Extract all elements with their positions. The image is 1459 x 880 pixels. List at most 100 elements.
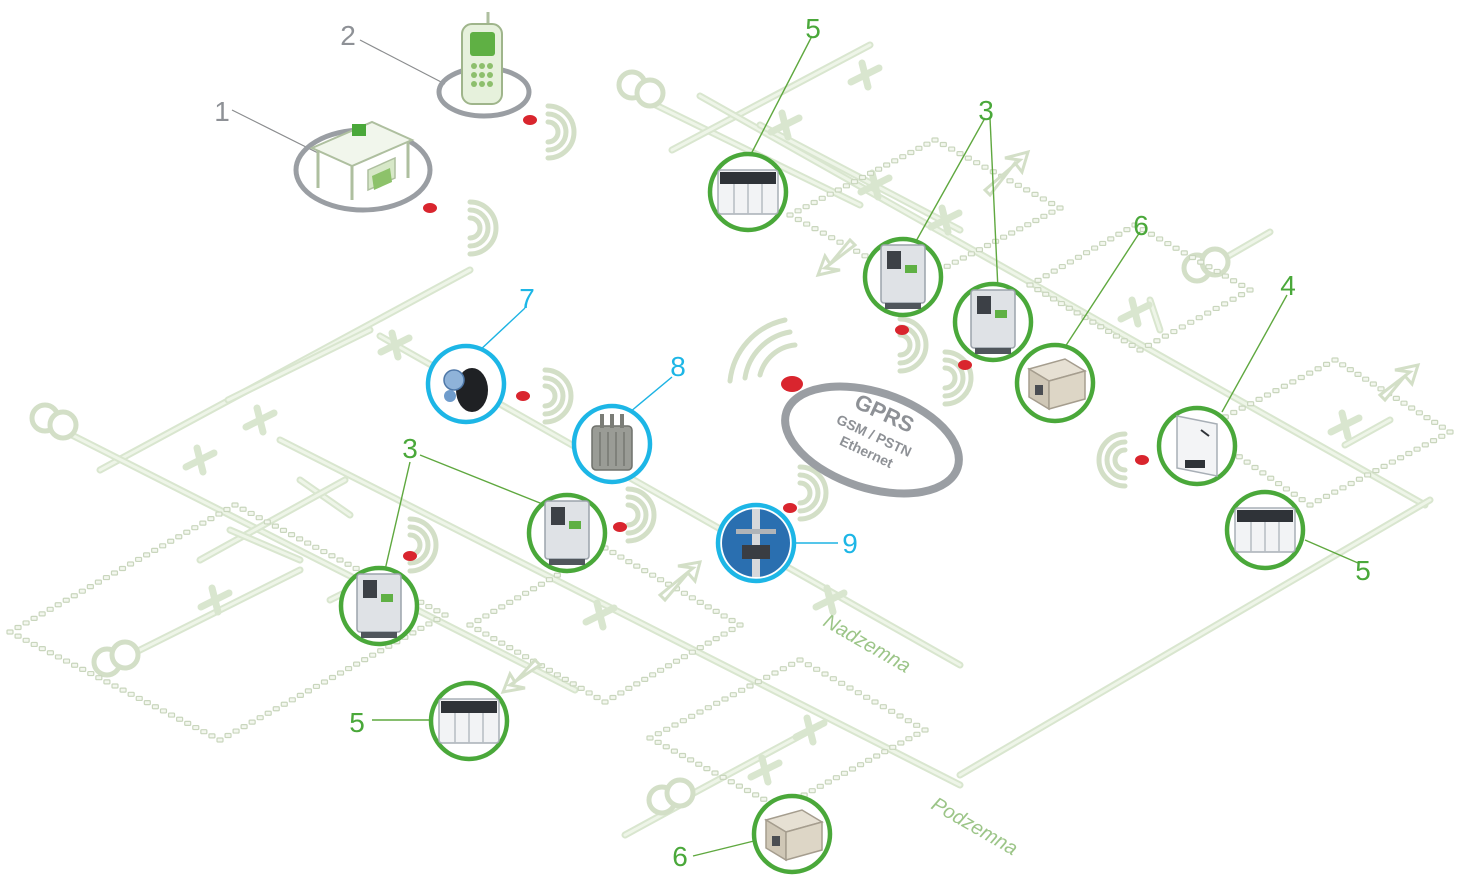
boundary-dot <box>434 609 440 613</box>
boundary-dot <box>1075 255 1081 259</box>
boundary-dot <box>1247 288 1253 292</box>
boundary-dot <box>610 695 616 699</box>
boundary-dot <box>354 662 360 666</box>
cabinet-base <box>361 632 397 638</box>
boundary-dot <box>491 609 497 613</box>
boundary-dot <box>353 566 359 570</box>
boundary-dot <box>642 677 648 681</box>
boundary-dot <box>825 780 831 784</box>
boundary-dot <box>1276 482 1282 486</box>
boundary-dot <box>1348 482 1354 486</box>
boundary-dot <box>136 696 142 700</box>
switch-bar <box>862 63 868 87</box>
boundary-dot <box>362 658 368 662</box>
rmu-5-right[interactable] <box>1227 492 1303 568</box>
boundary-dot <box>578 686 584 690</box>
boundary-dot <box>908 151 914 155</box>
boundary-dot <box>705 641 711 645</box>
boundary-dot <box>1113 334 1119 338</box>
boundary-dot <box>819 196 825 200</box>
boundary-dot <box>696 762 702 766</box>
boundary-dot <box>1137 348 1143 352</box>
switch-bar <box>392 333 398 357</box>
wave-arc <box>800 483 810 503</box>
boundary-dot <box>827 192 833 196</box>
boundary-dot <box>95 580 101 584</box>
rtu-3-d[interactable] <box>341 568 417 644</box>
boundary-dot <box>1049 210 1055 214</box>
boundary-dot <box>248 511 254 515</box>
boundary-dot <box>1148 232 1154 236</box>
boundary-dot <box>1409 406 1415 410</box>
boundary-dot <box>689 714 695 718</box>
boundary-dot <box>1124 228 1130 232</box>
rtu-3-c[interactable] <box>529 495 605 571</box>
boundary-dot <box>688 758 694 762</box>
boundary-dot <box>546 578 552 582</box>
boundary-dot <box>658 578 664 582</box>
boundary-dot <box>272 524 278 528</box>
substation-6-bottom[interactable] <box>754 796 830 872</box>
boundary-dot <box>1040 197 1046 201</box>
boundary-dot <box>1001 235 1007 239</box>
signal-dot <box>895 325 909 335</box>
boundary-dot <box>1323 494 1329 498</box>
boundary-dot <box>1171 330 1177 334</box>
boundary-dot <box>426 622 432 626</box>
boundary-dot <box>120 688 126 692</box>
mobile-phone[interactable]: 2 <box>340 12 529 116</box>
boundary-dot <box>847 686 853 690</box>
panel-bottom <box>1185 460 1205 468</box>
boundary-dot <box>104 680 110 684</box>
sensor-head <box>444 370 464 390</box>
rtu-4[interactable] <box>1159 408 1235 484</box>
substation-6-right[interactable] <box>1017 345 1093 421</box>
boundary-dot <box>1214 269 1220 273</box>
boundary-dot <box>240 507 246 511</box>
boundary-dot <box>968 252 974 256</box>
boundary-dot <box>897 714 903 718</box>
boundary-dot <box>1043 274 1049 278</box>
boundary-dot <box>729 628 735 632</box>
boundary-dot <box>1291 492 1297 496</box>
pole-9[interactable] <box>718 505 794 581</box>
boundary-dot <box>864 695 870 699</box>
boundary-dot <box>152 548 158 552</box>
rmu-5-top[interactable] <box>710 154 786 230</box>
boundary-dot <box>1260 471 1266 475</box>
boundary-dot <box>814 667 820 671</box>
boundary-dot <box>830 677 836 681</box>
boundary-dot <box>442 613 448 617</box>
boundary-dot <box>144 701 150 705</box>
rtu-3-b[interactable] <box>955 284 1031 360</box>
boundary-dot <box>924 142 930 146</box>
label-1: 1 <box>214 96 230 127</box>
boundary-dot <box>538 582 544 586</box>
boundary-dot <box>1332 490 1338 494</box>
sensor-7[interactable] <box>428 346 504 422</box>
boundary-dot <box>1230 297 1236 301</box>
boundary-dot <box>345 562 351 566</box>
boundary-dot <box>729 618 735 622</box>
boundary-dot <box>982 165 988 169</box>
boundary-dot <box>201 730 207 734</box>
boundary-dot <box>1283 487 1289 491</box>
boundary-dot <box>321 680 327 684</box>
boundary-dot <box>55 655 61 659</box>
boundary-dot <box>1090 320 1096 324</box>
boundary-dot <box>31 642 37 646</box>
boundary-dot <box>761 797 767 801</box>
transformer-bushing <box>620 414 624 428</box>
boundary-dot <box>1256 397 1262 401</box>
rtu-3-a[interactable] <box>865 239 941 315</box>
control-center[interactable]: 1 <box>214 96 430 210</box>
wave-arc <box>945 368 955 388</box>
boundary-dot <box>1049 201 1055 205</box>
rmu-5-left[interactable] <box>431 683 507 759</box>
boundary-dot <box>499 641 505 645</box>
boundary-dot <box>289 698 295 702</box>
boundary-dot <box>185 721 191 725</box>
boundary-dot <box>1179 325 1185 329</box>
transformer-8[interactable] <box>574 406 650 482</box>
boundary-dot <box>169 713 175 717</box>
